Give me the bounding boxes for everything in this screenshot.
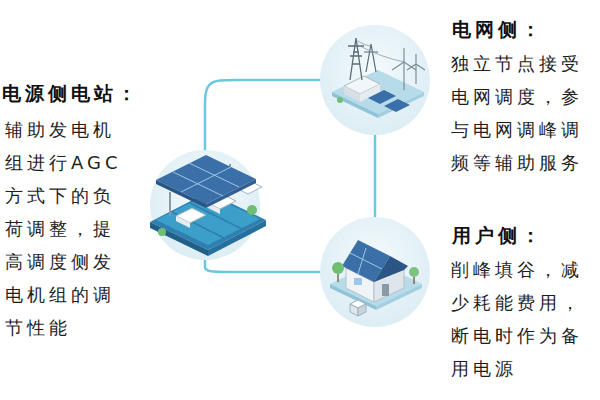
house-illustration-part: [413, 277, 415, 284]
house-illustration-part: [358, 248, 366, 274]
battery-box: [350, 300, 366, 316]
grid-illustration-part: [344, 86, 360, 102]
wind-turbine-part: [407, 54, 425, 70]
circle-ground-part: [320, 25, 430, 135]
wind-turbine: [392, 48, 425, 90]
car-part: [176, 216, 190, 228]
house-illustration-part: [354, 278, 362, 285]
carport-illustration-part: [158, 228, 166, 236]
sector-description: 辅助发电机组进行AGC方式下的负荷调整，提高调度侧发电机组的调节性能: [5, 113, 125, 344]
grid-illustration-part: [356, 40, 405, 62]
sector-description: 削峰填谷，减少耗能费用，断电时作为备用电源: [451, 253, 597, 385]
wind-turbine-part: [415, 64, 416, 84]
battery-box-part: [358, 304, 366, 316]
house-illustration-part: [374, 256, 408, 282]
grid-illustration-part: [384, 99, 410, 112]
house-illustration-part: [350, 253, 382, 269]
circle-ground-part: [150, 150, 260, 260]
grid-illustration-part: [368, 90, 396, 104]
sector-node: 电网侧：独立节点接受电网调度，参与电网调峰调频等辅助服务: [320, 25, 430, 135]
grid-illustration: [332, 38, 425, 118]
sector-heading: 电网侧：: [452, 16, 544, 42]
loop-connector: [205, 80, 320, 150]
sector-description: 独立节点接受电网调度，参与电网调峰调频等辅助服务: [451, 47, 597, 179]
grid-illustration-part: [337, 97, 343, 103]
sector-heading: 电源侧电站：: [2, 80, 140, 106]
grid-illustration-part: [332, 70, 424, 114]
loop-connector: [374, 135, 377, 217]
carport-illustration-part: [247, 205, 257, 215]
carport-illustration-part: [169, 192, 171, 216]
house-illustration: [330, 240, 422, 316]
sector-node: 电源侧电站：辅助发电机组进行AGC方式下的负荷调整，提高调度侧发电机组的调节性能: [150, 150, 260, 260]
loop-connector: [205, 260, 320, 272]
carport-illustration-part: [181, 167, 231, 192]
sector-heading: 用户侧：: [452, 222, 544, 248]
house-illustration-part: [332, 262, 344, 274]
carport-illustration: [150, 155, 266, 256]
wind-turbine-part: [403, 62, 404, 90]
circle-ground-part: [320, 217, 430, 327]
house-illustration-part: [382, 284, 389, 296]
house-illustration-part: [409, 267, 419, 277]
carport-illustration-part: [156, 155, 256, 204]
house-illustration-part: [337, 274, 339, 282]
sector-node: 用户侧：削峰填谷，减少耗能费用，断电时作为备用电源: [320, 217, 430, 327]
grid-illustration-part: [364, 44, 378, 72]
circle-ground: [150, 25, 430, 327]
battery-box-part: [350, 304, 358, 316]
